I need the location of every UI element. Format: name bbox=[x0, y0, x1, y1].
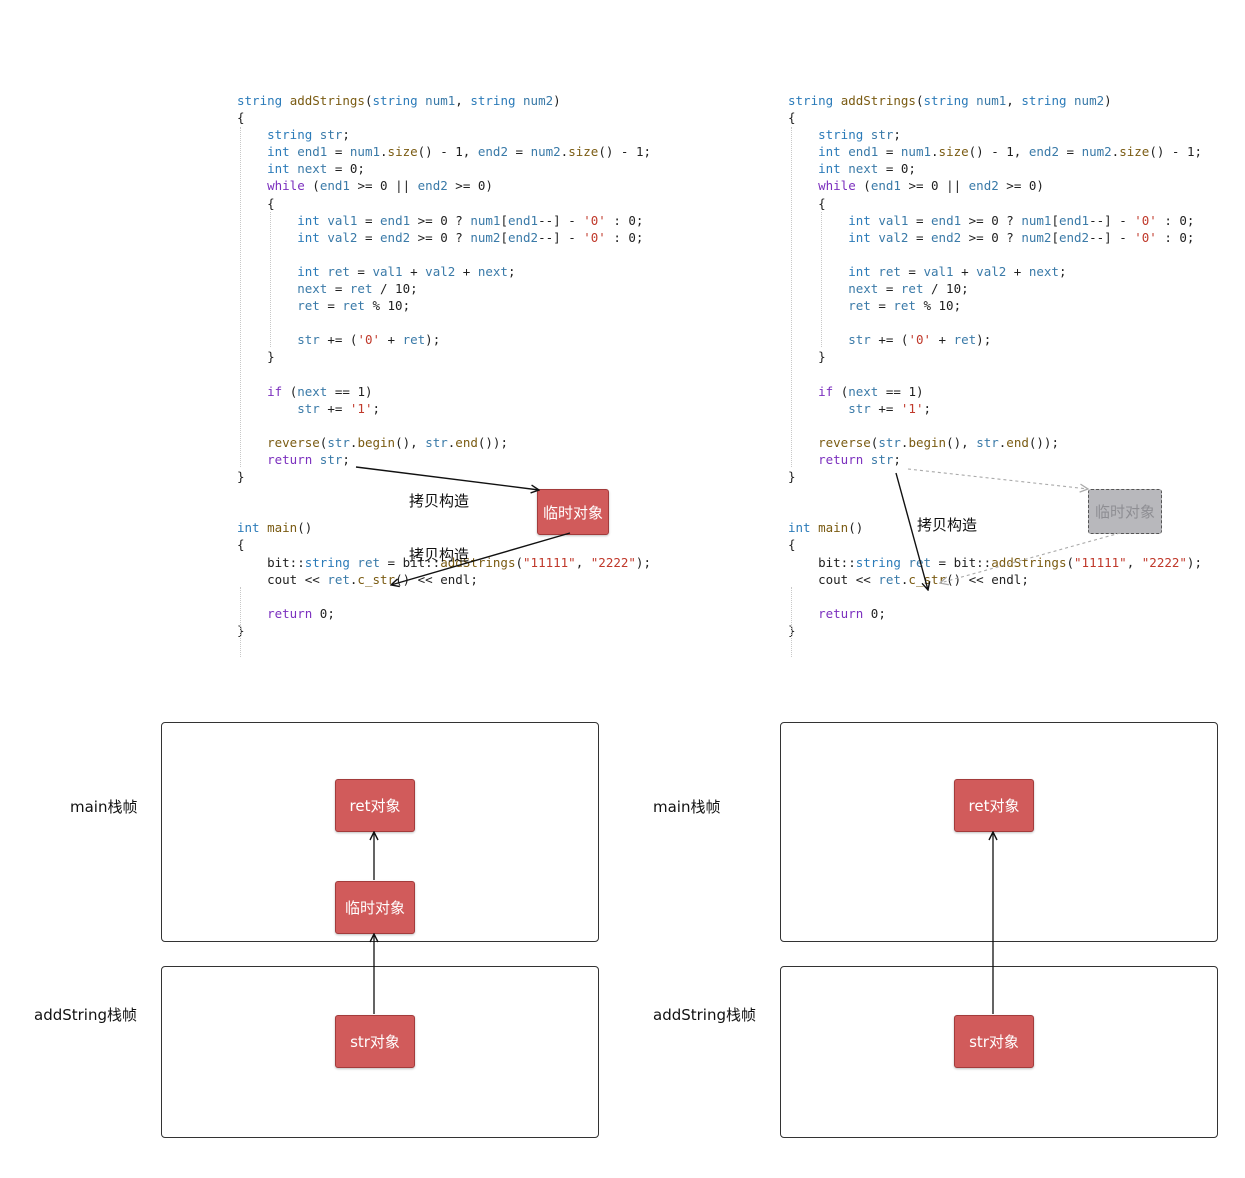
indent-guide bbox=[791, 587, 792, 657]
arrow-str-to-temp bbox=[355, 466, 539, 490]
copy-construct-label: 拷贝构造 bbox=[917, 516, 978, 534]
code-line: reverse(str.begin(), str.end()); bbox=[267, 434, 508, 450]
code-line: return str; bbox=[818, 451, 901, 467]
code-line: int val1 = end1 >= 0 ? num1[end1--] - '0… bbox=[848, 212, 1195, 228]
ret-object-box: ret对象 bbox=[954, 779, 1034, 832]
code-line: next = ret / 10; bbox=[297, 281, 418, 297]
indent-guide bbox=[240, 127, 241, 467]
code-block-right: string addStrings(string num1, string nu… bbox=[788, 92, 1202, 639]
main-frame-label: main栈帧 bbox=[70, 798, 138, 816]
code-block-left: string addStrings(string num1, string nu… bbox=[237, 92, 651, 639]
code-line: int ret = val1 + val2 + next; bbox=[848, 263, 1067, 279]
temp-object-box: 临时对象 bbox=[537, 489, 609, 535]
indent-guide bbox=[791, 127, 792, 467]
code-line: reverse(str.begin(), str.end()); bbox=[818, 434, 1059, 450]
code-line: next = ret / 10; bbox=[848, 281, 969, 297]
code-line: { bbox=[237, 110, 245, 126]
code-line: { bbox=[788, 195, 826, 211]
arrow-temp-to-ret-elided bbox=[940, 532, 1121, 583]
code-line: int val1 = end1 >= 0 ? num1[end1--] - '0… bbox=[297, 212, 644, 228]
code-line: int ret = val1 + val2 + next; bbox=[297, 263, 516, 279]
code-line: { bbox=[237, 537, 245, 553]
code-line: string addStrings(string num1, string nu… bbox=[788, 93, 1112, 108]
code-line: int end1 = num1.size() - 1, end2 = num2.… bbox=[818, 144, 1202, 160]
code-line: int next = 0; bbox=[267, 161, 365, 177]
code-line: int next = 0; bbox=[818, 161, 916, 177]
arrow-str-to-temp-elided bbox=[907, 468, 1088, 489]
code-line: int main() bbox=[788, 520, 864, 536]
code-line: { bbox=[788, 537, 796, 553]
code-line: return 0; bbox=[818, 605, 886, 621]
main-stack-frame bbox=[780, 722, 1218, 942]
code-line: } bbox=[788, 349, 826, 365]
indent-guide bbox=[240, 587, 241, 657]
code-line: cout << ret.c_str() << endl; bbox=[788, 571, 1029, 587]
main-frame-label: main栈帧 bbox=[653, 798, 721, 816]
code-line: cout << ret.c_str() << endl; bbox=[237, 571, 478, 587]
code-line: if (next == 1) bbox=[818, 383, 924, 399]
code-line: str += '1'; bbox=[297, 400, 381, 416]
code-line: } bbox=[237, 469, 245, 485]
code-line: string addStrings(string num1, string nu… bbox=[237, 93, 561, 108]
code-line: bit::string ret = bit::addStrings("11111… bbox=[237, 554, 651, 570]
code-line: { bbox=[237, 195, 275, 211]
code-line: bit::string ret = bit::addStrings("11111… bbox=[788, 554, 1202, 570]
code-line: string str; bbox=[818, 127, 901, 143]
code-line: int val2 = end2 >= 0 ? num2[end2--] - '0… bbox=[297, 229, 644, 245]
code-line: str += ('0' + ret); bbox=[297, 332, 441, 348]
code-line: str += '1'; bbox=[848, 400, 932, 416]
indent-guide bbox=[821, 212, 822, 347]
copy-construct-label: 拷贝构造 bbox=[409, 546, 470, 564]
code-line: while (end1 >= 0 || end2 >= 0) bbox=[818, 178, 1044, 194]
code-line: { bbox=[788, 110, 796, 126]
copy-construct-label: 拷贝构造 bbox=[409, 492, 470, 510]
indent-guide bbox=[270, 212, 271, 347]
code-line: ret = ret % 10; bbox=[297, 298, 411, 314]
addstring-frame-label: addString栈帧 bbox=[653, 1006, 757, 1024]
code-line: ret = ret % 10; bbox=[848, 298, 962, 314]
code-line: int main() bbox=[237, 520, 313, 536]
arrow-temp-to-ret bbox=[391, 532, 571, 585]
str-object-box: str对象 bbox=[954, 1015, 1034, 1068]
code-line: return 0; bbox=[267, 605, 335, 621]
code-line: return str; bbox=[267, 451, 350, 467]
code-line: int end1 = num1.size() - 1, end2 = num2.… bbox=[267, 144, 651, 160]
code-line: str += ('0' + ret); bbox=[848, 332, 992, 348]
code-line: int val2 = end2 >= 0 ? num2[end2--] - '0… bbox=[848, 229, 1195, 245]
str-object-box: str对象 bbox=[335, 1015, 415, 1068]
code-line: string str; bbox=[267, 127, 350, 143]
code-line: } bbox=[237, 349, 275, 365]
code-line: if (next == 1) bbox=[267, 383, 373, 399]
elided-temp-object-box: 临时对象 bbox=[1088, 489, 1162, 534]
arrow-str-to-ret bbox=[895, 472, 928, 590]
code-line: while (end1 >= 0 || end2 >= 0) bbox=[267, 178, 493, 194]
addstring-frame-label: addString栈帧 bbox=[34, 1006, 138, 1024]
code-line: } bbox=[788, 469, 796, 485]
